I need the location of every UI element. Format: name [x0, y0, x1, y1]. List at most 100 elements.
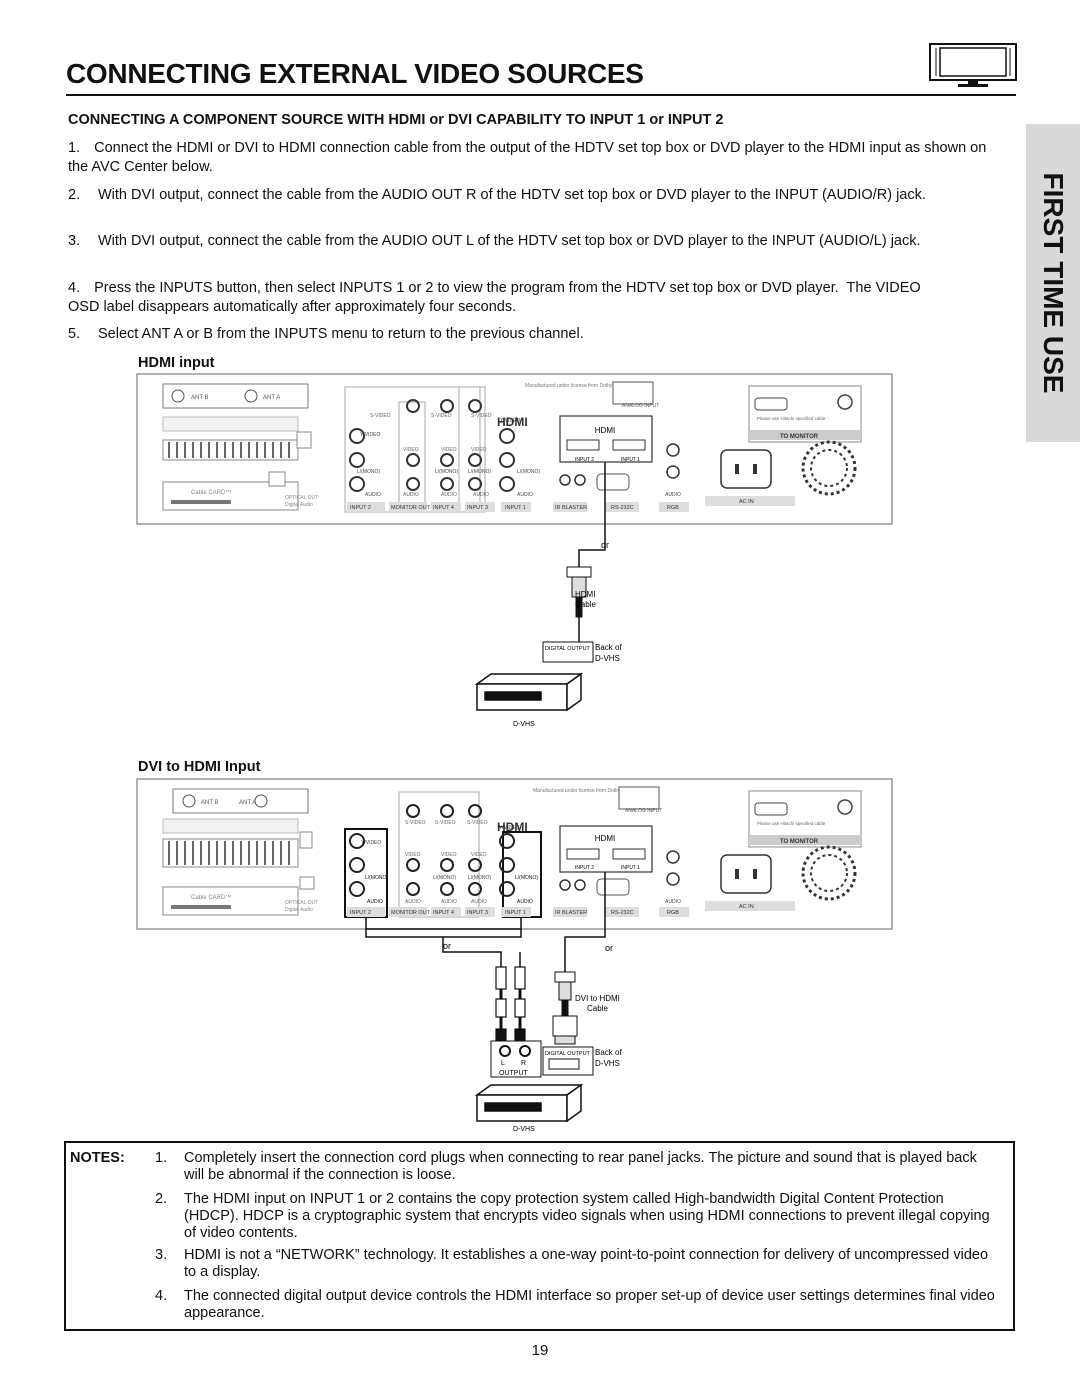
ac-inlet [720, 449, 772, 489]
audio-label-rgb: AUDIO [665, 492, 681, 498]
audio-label: AUDIO [365, 492, 381, 498]
ant-a-label: ANT A [263, 395, 280, 401]
optical-out-label: OPTICAL OUT [285, 495, 318, 501]
or-label: or [601, 540, 609, 550]
lmono-label-2: L/(MONO) [435, 469, 458, 475]
hdmi-connection-line [578, 462, 606, 567]
video-label: VIDEO [403, 447, 419, 453]
note-3-number: 3. [155, 1247, 168, 1263]
page-title: CONNECTING EXTERNAL VIDEO SOURCES [66, 58, 644, 89]
audio-label-3: AUDIO [441, 492, 457, 498]
bottom-label-8: AC IN [739, 499, 754, 505]
bottom-label-5: IR BLASTER [555, 505, 587, 511]
dvi-connection-line [564, 872, 606, 972]
audio-label-b2: AUDIO [405, 899, 421, 905]
to-monitor-label: TO MONITOR [780, 434, 819, 440]
svideo-label-b2: S-VIDEO [435, 820, 456, 826]
monitor-note-2: Please use Hitachi specified cable [757, 821, 826, 826]
step-3-number: 3. [68, 233, 81, 249]
fan-grille [801, 440, 857, 496]
dvhs-back-label: D-VHS [595, 654, 620, 663]
step-4-body: Press the INPUTS button, then select INP… [68, 280, 982, 315]
hdmi-cable-label-1: HDMI [575, 590, 595, 599]
step-2-number: 2. [68, 187, 81, 203]
digital-audio-label-2: Digital Audio [285, 907, 313, 913]
bottom-label-b5: IR BLASTER [555, 910, 587, 916]
back-of-label-2: Back of [595, 1048, 622, 1057]
tv-icon [929, 43, 1017, 87]
lmono-label-3: L/(MONO) [468, 469, 491, 475]
analog-input-label: ANALOG INPUT [622, 403, 659, 409]
digital-audio-label: Digital Audio [285, 502, 313, 508]
video-label-3: VIDEO [471, 447, 487, 453]
audio-label-b4: AUDIO [471, 899, 487, 905]
digital-output-label-2: DIGITAL OUTPUT [545, 1051, 591, 1057]
hdmi-logo-2: HDMI [497, 820, 528, 834]
bottom-label-4: INPUT 1 [505, 505, 526, 511]
antenna-block [162, 383, 309, 409]
svideo-label-2: S-VIDEO [431, 413, 452, 419]
yvideo-label: Y/VIDEO [360, 432, 380, 438]
sidebar-tab: FIRST TIME USE [1026, 124, 1080, 442]
lmono-label-4: L/(MONO) [517, 469, 540, 475]
yvideo-label-2: Y/VIDEO [500, 418, 520, 424]
step-3-body: With DVI output, connect the cable from … [98, 233, 921, 249]
hdmi-box-label-2: HDMI [595, 834, 615, 843]
bottom-label-0: INPUT 2 [350, 505, 371, 511]
step-1-text: 1. [68, 140, 81, 156]
av-input-columns: S-VIDEO S-VIDEO S-VIDEO Y/VIDEO Y/VIDEO … [344, 386, 540, 513]
audio-l-label: L [501, 1060, 505, 1067]
hdmi-box-label: HDMI [595, 426, 615, 435]
digital-output-label: DIGITAL OUTPUT [545, 646, 591, 652]
svideo-label: S-VIDEO [370, 413, 391, 419]
optical-out-label-2: OPTICAL OUT [285, 900, 318, 906]
audio-connection-lines [365, 917, 522, 967]
rca-plugs [495, 966, 526, 1042]
note-3-text: HDMI is not a “NETWORK” technology. It e… [184, 1247, 989, 1280]
cable-card-slot: Cable CARD™ [162, 439, 299, 511]
note-4: 4. The connected digital output device c… [155, 1288, 1000, 1322]
step-1: 1. Connect the HDMI or DVI to HDMI conne… [68, 139, 993, 177]
dvhs-back-label-2: D-VHS [595, 1059, 620, 1068]
hdmi-input-block [559, 415, 653, 463]
step-2: 2. With DVI output, connect the cable fr… [68, 186, 1008, 205]
or-label-left: or [443, 941, 451, 951]
notes-box [64, 1141, 1015, 1331]
dvi-cable-label-1: DVI to HDMI [575, 994, 620, 1003]
lmono-label-b3: L/(MONO) [468, 875, 491, 881]
audio-r-label: R [521, 1060, 526, 1067]
svideo-label-b3: S-VIDEO [467, 820, 488, 826]
or-label-right: or [605, 943, 613, 953]
bottom-label-b4: INPUT 1 [505, 910, 526, 916]
note-1-text: Completely insert the connection cord pl… [184, 1150, 977, 1183]
audio-label-b5: AUDIO [517, 899, 533, 905]
audio-label-4: AUDIO [473, 492, 489, 498]
video-label-b3: VIDEO [471, 852, 487, 858]
step-5: 5. Select ANT A or B from the INPUTS men… [68, 325, 1008, 344]
audio-output-box [490, 1040, 542, 1078]
lmono-label-b4: L/(MONO) [515, 875, 538, 881]
hdmi-input-heading: HDMI input [138, 355, 215, 371]
to-monitor-label-2: TO MONITOR [780, 839, 819, 845]
monitor-note: Please use Hitachi specified cable [757, 416, 826, 421]
bottom-label-b3: INPUT 3 [467, 910, 488, 916]
audio-label-rgb-2: AUDIO [665, 899, 681, 905]
audio-label-b3: AUDIO [441, 899, 457, 905]
hdmi-input-diagram: ANT B ANT A Cable CARD™ OPTICAL OUT Digi… [136, 373, 893, 728]
bottom-label-b8: AC IN [739, 904, 754, 910]
bottom-label-2: INPUT 4 [433, 505, 454, 511]
dvi-plug [552, 971, 578, 1045]
lmono-label: L/(MONO) [357, 469, 380, 475]
bottom-label-b1: MONITOR OUT [391, 910, 431, 916]
step-5-number: 5. [68, 326, 81, 342]
note-4-text: The connected digital output device cont… [184, 1288, 995, 1321]
back-of-label: Back of [595, 643, 622, 652]
lmono-label-b2: L/(MONO) [433, 875, 456, 881]
hdmi-plug [566, 566, 592, 618]
page-number: 19 [531, 1342, 549, 1359]
step-5-body: Select ANT A or B from the INPUTS menu t… [98, 326, 584, 342]
svideo-label-b1: S-VIDEO [405, 820, 426, 826]
dvi-cable-label-2: Cable [587, 1004, 608, 1013]
bottom-label-b6: RS-232C [611, 910, 634, 916]
cable-card-label: Cable CARD™ [191, 489, 231, 496]
